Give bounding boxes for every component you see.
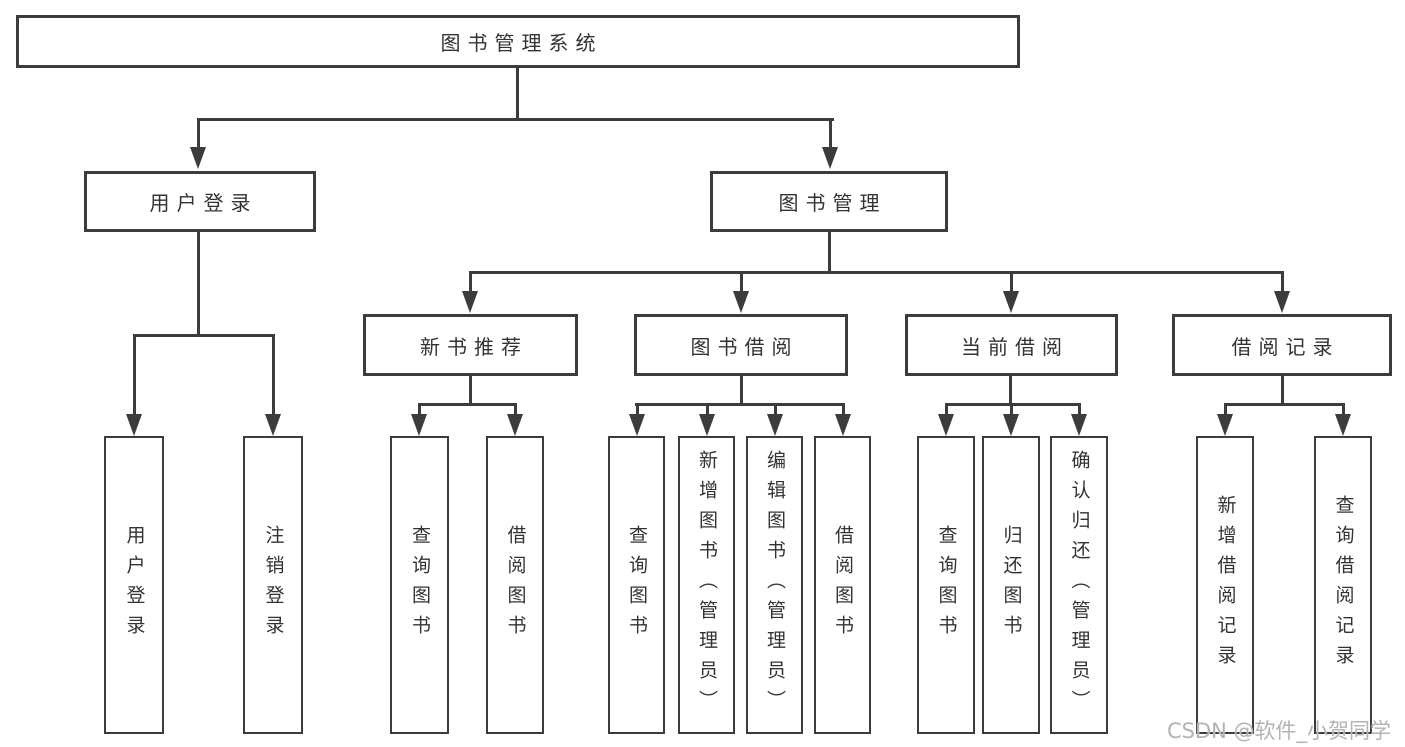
arrow-down-icon xyxy=(822,118,838,169)
connector-user-login-hline xyxy=(133,334,275,337)
arrow-down-icon xyxy=(265,334,281,436)
leaf-label: 用户登录 xyxy=(123,525,146,645)
connector-new-book-vline xyxy=(469,376,472,406)
arrow-down-icon xyxy=(1071,403,1087,436)
arrow-down-icon xyxy=(1003,271,1019,313)
arrow-down-icon xyxy=(1335,403,1351,436)
leaf-query-books-borrow: 查询图书 xyxy=(608,436,665,734)
connector-root-vline xyxy=(516,67,519,121)
node-user-login: 用户登录 xyxy=(84,171,316,232)
leaf-query-books-current: 查询图书 xyxy=(917,436,975,734)
leaf-label: 新增图书（管理员） xyxy=(696,450,718,720)
node-current-borrow: 当前借阅 xyxy=(905,314,1118,376)
arrow-down-icon xyxy=(411,403,427,436)
node-label: 借阅记录 xyxy=(1231,334,1340,359)
node-label: 新书推荐 xyxy=(420,334,528,359)
node-label: 当前借阅 xyxy=(961,334,1069,359)
csdn-watermark: CSDN @软件_小贺同学 xyxy=(1167,719,1392,743)
arrow-down-icon xyxy=(767,403,783,436)
arrow-down-icon xyxy=(733,271,749,313)
leaf-label: 新增借阅记录 xyxy=(1214,495,1237,675)
leaf-add-borrow-record: 新增借阅记录 xyxy=(1196,436,1254,734)
leaf-add-book-admin: 新增图书（管理员） xyxy=(678,436,735,734)
arrow-down-icon xyxy=(507,403,523,436)
node-library-system: 图书管理系统 xyxy=(16,15,1020,68)
node-label: 图书管理 xyxy=(778,191,887,215)
leaf-edit-book-admin: 编辑图书（管理员） xyxy=(746,436,803,734)
arrow-down-icon xyxy=(1003,403,1019,436)
leaf-return-books: 归还图书 xyxy=(982,436,1040,734)
arrow-down-icon xyxy=(1217,403,1233,436)
leaf-borrow-books-recommend: 借阅图书 xyxy=(486,436,544,734)
connector-book-borrow-hline xyxy=(635,403,844,406)
leaf-label: 借阅图书 xyxy=(832,525,854,645)
leaf-label: 借阅图书 xyxy=(504,525,527,645)
leaf-label: 归还图书 xyxy=(1000,525,1023,645)
arrow-down-icon xyxy=(1274,271,1290,313)
arrow-down-icon xyxy=(938,403,954,436)
leaf-label: 编辑图书（管理员） xyxy=(764,450,786,720)
node-book-management: 图书管理 xyxy=(710,171,948,232)
connector-book-borrow-vline xyxy=(740,376,743,406)
arrow-down-icon xyxy=(835,403,851,436)
connector-level2-hline xyxy=(197,118,834,121)
node-label: 图书借阅 xyxy=(690,334,799,359)
arrow-down-icon xyxy=(126,334,142,436)
leaf-user-login: 用户登录 xyxy=(104,436,164,734)
connector-borrow-records-vline xyxy=(1281,376,1284,406)
leaf-confirm-return-admin: 确认归还（管理员） xyxy=(1050,436,1108,734)
arrow-down-icon xyxy=(699,403,715,436)
arrow-down-icon xyxy=(629,403,645,436)
leaf-borrow-books: 借阅图书 xyxy=(814,436,871,734)
leaf-label: 查询图书 xyxy=(935,525,958,645)
arrow-down-icon xyxy=(190,118,206,169)
node-label: 用户登录 xyxy=(149,191,258,215)
leaf-logout: 注销登录 xyxy=(243,436,303,734)
connector-user-login-vline xyxy=(197,232,200,336)
leaf-label: 确认归还（管理员） xyxy=(1068,450,1091,720)
node-borrow-records: 借阅记录 xyxy=(1172,314,1392,376)
connector-current-borrow-vline xyxy=(1009,376,1012,406)
leaf-label: 查询借阅记录 xyxy=(1332,495,1355,675)
leaf-label: 注销登录 xyxy=(262,525,285,645)
connector-borrow-records-hline xyxy=(1224,403,1344,406)
leaf-query-borrow-record: 查询借阅记录 xyxy=(1314,436,1372,734)
leaf-label: 查询图书 xyxy=(626,525,648,645)
connector-book-management-vline xyxy=(828,232,831,274)
node-book-borrow: 图书借阅 xyxy=(634,314,848,376)
connector-level3-hline xyxy=(469,271,1284,274)
leaf-query-books-recommend: 查询图书 xyxy=(390,436,449,734)
connector-current-borrow-hline xyxy=(945,403,1080,406)
connector-new-book-hline xyxy=(418,403,517,406)
node-label: 图书管理系统 xyxy=(440,31,603,55)
arrow-down-icon xyxy=(462,271,478,313)
node-new-book-recommend: 新书推荐 xyxy=(363,314,578,376)
leaf-label: 查询图书 xyxy=(409,525,431,645)
